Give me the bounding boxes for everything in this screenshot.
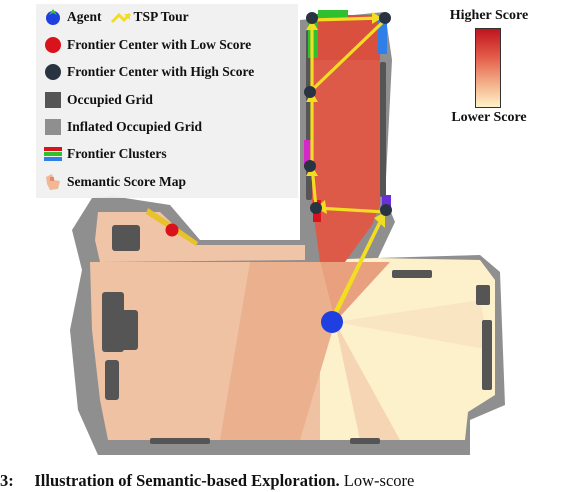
legend: Agent TSP Tour Frontier Center with Low … (36, 4, 298, 198)
legend-label-frontier-low: Frontier Center with Low Score (67, 37, 252, 52)
figure-caption: 3: Illustration of Semantic-based Explor… (0, 471, 566, 491)
semantic-score-map (90, 15, 495, 440)
legend-row-occupied: Occupied Grid (42, 89, 153, 111)
legend-row-frontier-low: Frontier Center with Low Score (42, 34, 251, 56)
occupied-grid (102, 30, 492, 444)
legend-tsp: TSP Tour (110, 6, 189, 28)
legend-row-agent: Agent TSP Tour (42, 6, 189, 28)
agent-icon (42, 6, 64, 28)
frontier-stripes-icon (42, 143, 64, 165)
legend-label-tsp-tour: TSP Tour (133, 9, 189, 24)
caption-rest: Low-score (343, 471, 415, 490)
agent-marker (321, 311, 343, 333)
colorbar-high-label: Higher Score (449, 8, 529, 23)
occupied-square-icon (42, 89, 64, 111)
caption-prefix: 3: (0, 471, 14, 490)
legend-row-semantic-map: Semantic Score Map (42, 171, 186, 193)
legend-label-semantic-map: Semantic Score Map (67, 174, 186, 189)
colorbar-low-label: Lower Score (451, 110, 527, 125)
legend-label-inflated: Inflated Occupied Grid (67, 119, 203, 134)
red-dot-icon (42, 34, 64, 56)
caption-title: Illustration of Semantic-based Explorati… (34, 471, 340, 490)
dark-dot-icon (42, 61, 64, 83)
legend-row-inflated: Inflated Occupied Grid (42, 116, 202, 138)
legend-label-occupied: Occupied Grid (67, 92, 153, 107)
score-map-icon (42, 171, 64, 193)
score-colorbar (475, 28, 501, 108)
legend-label-frontier-clusters: Frontier Clusters (67, 146, 167, 161)
legend-label-agent: Agent (67, 9, 102, 24)
tsp-arrow-icon (110, 6, 132, 28)
inflated-square-icon (42, 116, 64, 138)
legend-row-frontier-high: Frontier Center with High Score (42, 61, 254, 83)
legend-row-frontier-clusters: Frontier Clusters (42, 143, 167, 165)
legend-label-frontier-high: Frontier Center with High Score (67, 64, 255, 79)
frontier-center-low (165, 223, 179, 237)
frontier-centers-high (304, 12, 392, 216)
